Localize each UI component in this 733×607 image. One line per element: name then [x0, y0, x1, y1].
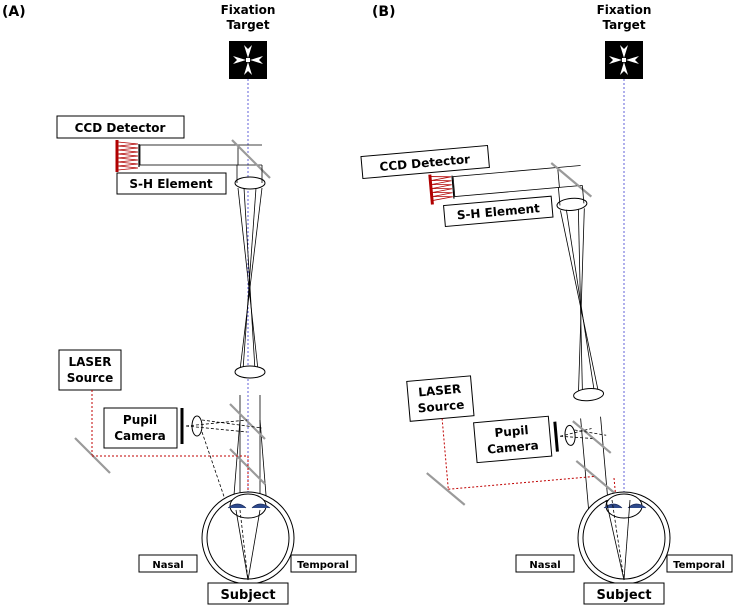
lens-lower [573, 388, 605, 402]
lenslet-array [117, 141, 139, 171]
eye [201, 491, 295, 585]
beam-path-sh [139, 144, 239, 166]
pupil-camera-label-line1: Pupil [494, 423, 529, 440]
pupil-camera-box [103, 407, 178, 449]
beam-path-sh [452, 167, 560, 197]
laser-source-label-line2: Source [67, 371, 114, 385]
mirror-top [550, 162, 593, 198]
temporal-box [666, 554, 733, 573]
fixation-target-label-line2: Target [602, 18, 645, 32]
mirror-left [426, 472, 466, 506]
panel-b: (B) Fixation Target CCD Detector [360, 3, 733, 605]
panel-label: (A) [2, 4, 26, 20]
maltese-cross-icon [609, 45, 639, 75]
maltese-cross-icon [233, 45, 263, 75]
eye [577, 491, 671, 585]
pupil-camera-rays [560, 428, 607, 439]
laser-source-label-line1: LASER [418, 382, 462, 400]
ccd-detector-box [360, 144, 490, 180]
subject-label: Subject [220, 588, 275, 603]
lenslet-array [430, 176, 453, 201]
panel-label: (B) [372, 4, 395, 20]
nasal-label: Nasal [152, 560, 183, 571]
ccd-detector [428, 174, 434, 205]
sh-element-box [116, 172, 227, 195]
subject-label: Subject [596, 588, 651, 603]
subject-box [583, 582, 665, 605]
mirror-pupil [572, 420, 612, 454]
ccd-detector-label: CCD Detector [75, 121, 166, 135]
fixation-target [229, 41, 267, 79]
temporal-label: Temporal [297, 560, 349, 571]
pupil-camera-lens [564, 424, 576, 446]
temporal-label: Temporal [673, 560, 725, 571]
nasal-box [515, 554, 575, 573]
sh-element-label: S-H Element [129, 177, 212, 191]
laser-source-box [58, 349, 122, 391]
ccd-detector-box [56, 115, 185, 139]
beam-lines [558, 185, 610, 514]
iris-right [251, 503, 271, 509]
nasal-label: Nasal [529, 560, 560, 571]
pupil-camera-label-line1: Pupil [123, 413, 157, 427]
mirror-top [231, 139, 271, 179]
pupil-camera-box [473, 415, 553, 464]
lens-lower [234, 365, 266, 379]
lens-upper [556, 197, 588, 211]
laser-source-label-line1: LASER [68, 355, 111, 369]
pupil-camera-sensor [553, 421, 559, 452]
mirror-pupil [229, 403, 266, 440]
fixation-target [605, 41, 643, 79]
fixation-target-label-line2: Target [226, 18, 269, 32]
fixation-target-label-line1: Fixation [221, 3, 276, 17]
mirror-laser [575, 460, 615, 494]
iris-left [227, 503, 247, 509]
panel-a: (A) Fixation Target CCD Detector [2, 3, 357, 605]
nasal-box [138, 554, 198, 573]
fixation-target-label-line1: Fixation [597, 3, 652, 17]
beam-lines [231, 165, 269, 521]
sh-element-box [443, 195, 554, 228]
laser-source-label-line2: Source [417, 398, 465, 416]
pupil-camera-label-line2: Camera [487, 438, 540, 456]
instrument-tilted: CCD Detector S-H Element [360, 144, 615, 514]
temporal-box [290, 554, 357, 573]
mirror-laser [229, 448, 266, 485]
subject-box [207, 582, 289, 605]
pupil-camera-label-line2: Camera [114, 429, 166, 443]
pupil-camera-lens [191, 415, 203, 437]
sh-element [451, 175, 455, 199]
lens-upper [234, 176, 266, 190]
